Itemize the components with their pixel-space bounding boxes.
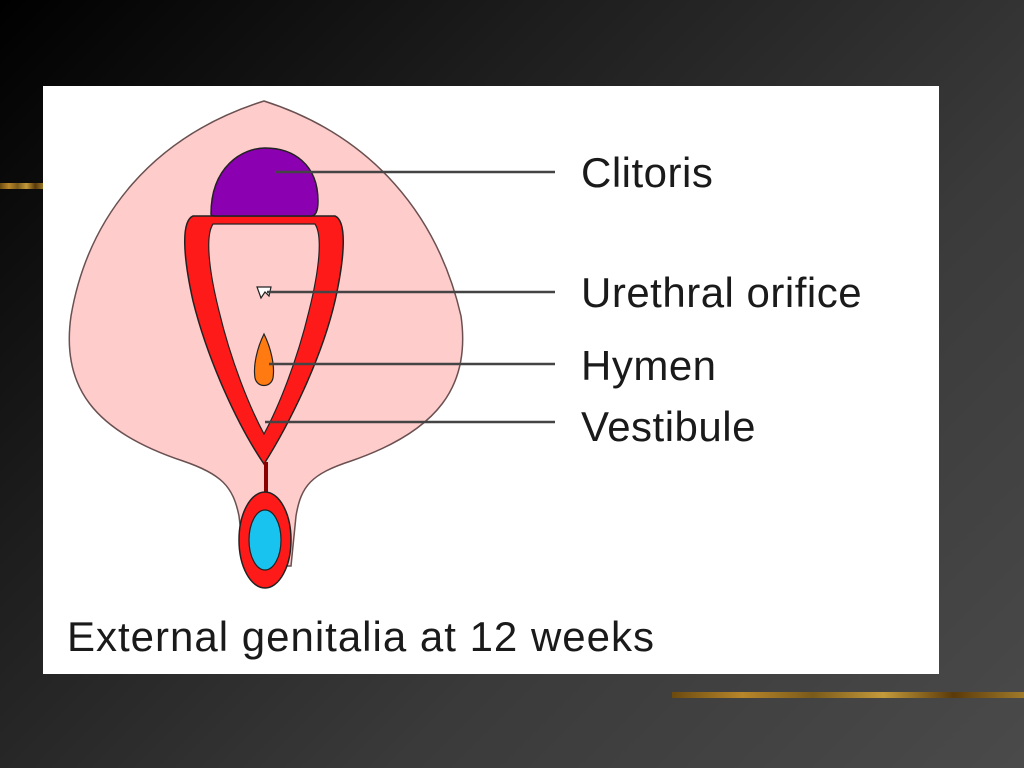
vestibule-area (208, 223, 320, 436)
anatomy-diagram (68, 100, 555, 589)
label-urethral-orifice: Urethral orifice (581, 269, 863, 316)
decorative-accent-bar-left (0, 183, 44, 189)
urethral-orifice-shape (256, 286, 272, 300)
label-vestibule: Vestibule (581, 403, 756, 450)
label-hymen: Hymen (581, 342, 717, 389)
decorative-accent-bar-right (672, 692, 1024, 698)
hymen-shape (253, 332, 275, 387)
diagram-panel: Clitoris Urethral orifice Hymen Vestibul… (43, 86, 939, 674)
figure-caption: External genitalia at 12 weeks (67, 613, 655, 660)
clitoris-shape (210, 147, 319, 217)
label-clitoris: Clitoris (581, 149, 714, 196)
anal-center (248, 509, 282, 571)
